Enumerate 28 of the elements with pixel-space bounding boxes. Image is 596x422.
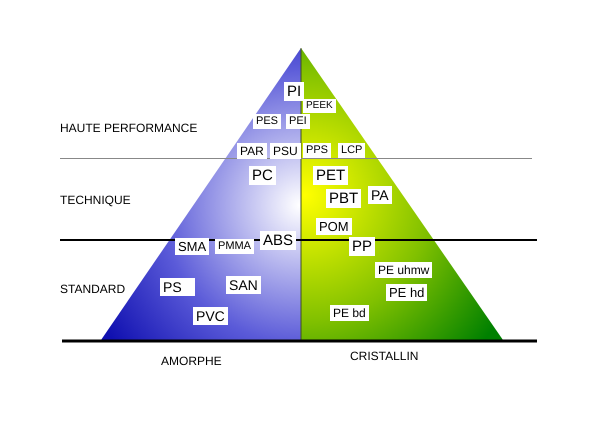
polymer-tag: PE bd — [330, 305, 369, 321]
polymer-tag: PI — [284, 82, 304, 101]
polymer-tag: ABS — [260, 231, 296, 250]
column-label: AMORPHE — [161, 355, 222, 367]
polymer-tag: PAR — [237, 143, 267, 159]
polymer-tag: PP — [349, 237, 376, 256]
polymer-tag: PE uhmw — [375, 262, 432, 278]
polymer-tag: PEI — [286, 114, 310, 129]
polymer-tag: PES — [253, 114, 282, 129]
polymer-tag: PE hd — [386, 284, 428, 301]
polymer-tag: PC — [249, 166, 276, 185]
polymer-tag: PS — [160, 278, 195, 296]
column-label: CRISTALLIN — [350, 350, 418, 362]
polymer-tag: PBT — [326, 189, 362, 208]
polymer-tag: SAN — [226, 276, 261, 294]
polymer-tag: PSU — [270, 143, 301, 159]
row-label: TECHNIQUE — [60, 194, 131, 206]
polymer-tag: PEEK — [303, 99, 336, 113]
polymer-tag: PET — [313, 166, 348, 185]
row-label: HAUTE PERFORMANCE — [60, 122, 198, 134]
polymer-tag: PPS — [303, 143, 332, 158]
polymer-tag: PVC — [193, 307, 228, 325]
polymer-tag: LCP — [338, 143, 366, 158]
polymer-tag: PMMA — [215, 239, 254, 254]
polymer-tag: SMA — [175, 238, 210, 255]
polymer-tag: PA — [368, 186, 392, 204]
polymer-tag: POM — [316, 218, 352, 235]
row-label: STANDARD — [60, 283, 126, 295]
